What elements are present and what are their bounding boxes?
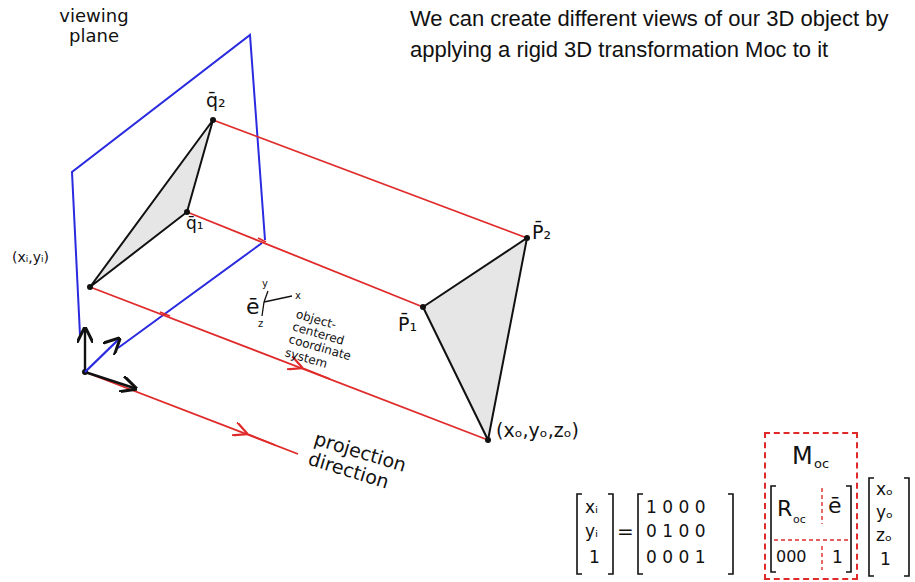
axis-label: z [258, 318, 263, 329]
heading-note: We can create different views of our 3D … [410, 4, 910, 66]
matrix-row: 0 1 0 0 [646, 522, 705, 541]
axis-label: x [295, 290, 301, 301]
vector-entry: yᵢ [585, 522, 598, 541]
plane-label: viewing plane [52, 6, 136, 46]
projection-rays [85, 120, 527, 454]
object-axes [262, 291, 292, 316]
vector-entry: yₒ [876, 503, 893, 522]
vector-entry: zₒ [876, 526, 892, 545]
rotation-subscript: oc [793, 514, 806, 526]
axis-label: y [262, 278, 268, 289]
point-label: P̄₁ [398, 314, 417, 335]
frame-label: object-centered coordinate system [283, 308, 378, 382]
point-label: P̄₂ [532, 222, 551, 243]
matrix-row: 1 0 0 0 [646, 498, 705, 517]
matrix-row: 0 0 0 1 [646, 548, 705, 567]
matrix-row: 000 [776, 548, 807, 566]
matrix-subscript: oc [814, 456, 829, 471]
matrix-name: M [792, 442, 813, 470]
point-label: q̄₂ [206, 90, 226, 111]
vertex-dots [82, 117, 530, 443]
vector-entry: xₒ [876, 480, 893, 499]
direction-label: projection direction [306, 428, 462, 512]
vector-label: ē [828, 494, 842, 518]
viewing-plane [72, 35, 265, 348]
world-axes [85, 330, 134, 388]
coordinate-label: (xₒ,yₒ,zₒ) [496, 420, 579, 441]
matrix-partition [774, 488, 848, 570]
equals-sign: = [617, 520, 634, 542]
vector-entry: xᵢ [585, 498, 598, 517]
matrix-entry: 1 [832, 548, 843, 567]
projected-triangle [90, 120, 213, 287]
object-triangle [423, 238, 527, 440]
rotation-label: R [777, 497, 792, 521]
coordinate-label: (xᵢ,yᵢ) [12, 250, 49, 265]
vector-entry: 1 [589, 548, 600, 567]
vector-label: ē [246, 295, 260, 319]
matrix-brackets [577, 478, 909, 576]
point-label: q̄₁ [186, 214, 204, 233]
vector-entry: 1 [880, 550, 891, 569]
